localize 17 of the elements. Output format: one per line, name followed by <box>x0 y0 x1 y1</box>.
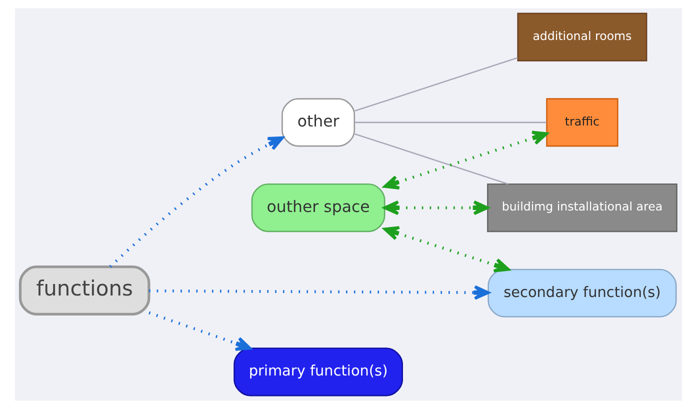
node-box: primary function(s) <box>233 348 402 396</box>
connector <box>354 133 508 185</box>
node-box: secondary function(s) <box>487 268 676 318</box>
node-box: other <box>281 98 355 147</box>
arrow <box>382 200 488 216</box>
connector <box>354 57 518 112</box>
node-box: additional rooms <box>516 12 647 62</box>
arrow <box>382 130 548 190</box>
arrow <box>148 311 251 351</box>
arrow <box>148 285 490 300</box>
node-box: functions <box>18 266 150 316</box>
arrow <box>382 226 510 272</box>
arrow <box>108 136 284 268</box>
node-box: outher space <box>250 184 385 232</box>
node-box: buildimg installational area <box>486 184 677 232</box>
node-box: traffic <box>546 98 618 147</box>
connector <box>354 122 546 124</box>
